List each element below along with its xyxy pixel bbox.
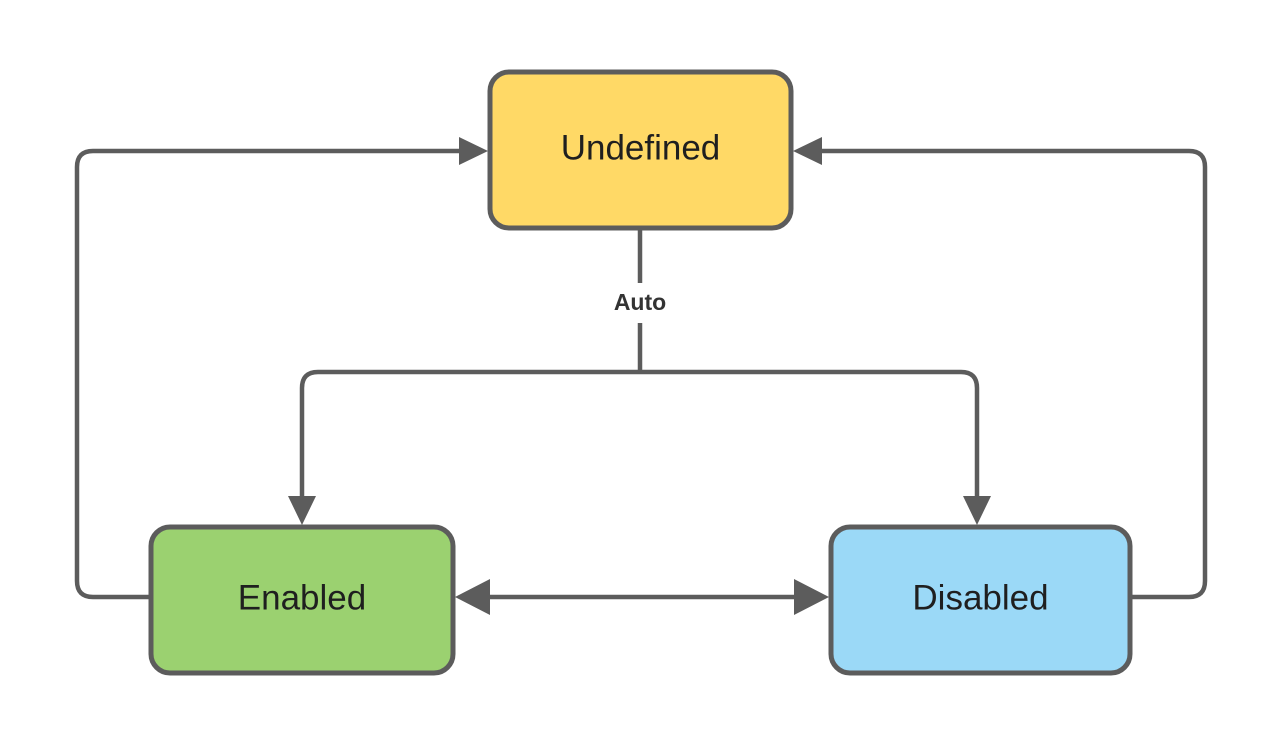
- edge-enabled-to-undefined: [74, 137, 488, 600]
- edge-undefined-to-disabled-arrowhead: [963, 496, 991, 525]
- node-enabled-label: Enabled: [238, 578, 366, 617]
- edge-undefined-to-enabled: [288, 369, 640, 525]
- edge-enabled-to-undefined-arrowhead: [459, 137, 488, 165]
- node-disabled[interactable]: Disabled: [828, 524, 1133, 676]
- node-undefined[interactable]: Undefined: [487, 69, 794, 231]
- edge-undefined-to-disabled: [640, 369, 991, 525]
- node-disabled-shape[interactable]: [828, 524, 1133, 676]
- node-enabled-shape[interactable]: [148, 524, 456, 676]
- node-undefined-shape[interactable]: [487, 69, 794, 231]
- node-undefined-label: Undefined: [561, 128, 721, 167]
- node-enabled[interactable]: Enabled: [148, 524, 456, 676]
- edge-enabled-disabled-bidirectional: [455, 579, 829, 615]
- edge-enabled-to-undefined-path: [74, 148, 462, 600]
- edge-label-auto-text: Auto: [614, 289, 666, 315]
- edge-enabled-disabled-arrowhead-right: [794, 579, 829, 615]
- node-disabled-label: Disabled: [912, 578, 1048, 617]
- edge-disabled-to-undefined-path: [820, 148, 1208, 600]
- edge-undefined-to-disabled-path: [640, 369, 980, 500]
- edge-enabled-disabled-arrowhead-left: [455, 579, 490, 615]
- edge-label-auto: Auto: [595, 283, 685, 323]
- edge-undefined-to-enabled-arrowhead: [288, 496, 316, 525]
- edge-undefined-to-enabled-path: [299, 369, 640, 500]
- edge-disabled-to-undefined-arrowhead: [793, 137, 822, 165]
- edge-disabled-to-undefined: [793, 137, 1208, 600]
- edge-label-auto-background: [595, 283, 685, 323]
